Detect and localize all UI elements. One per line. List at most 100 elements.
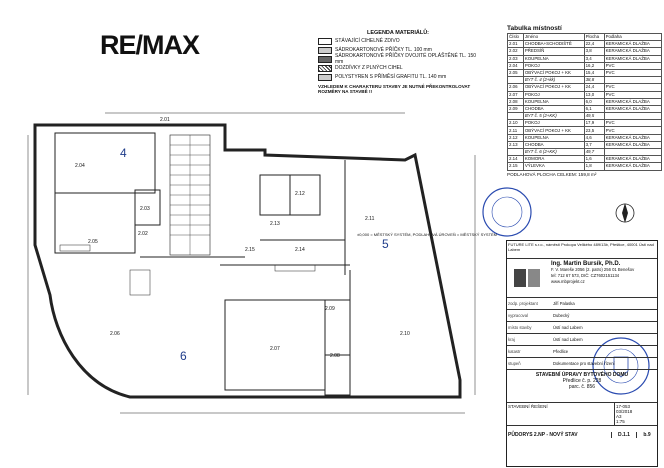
room-table-title: Tabulka místností xyxy=(507,25,562,32)
room-cell: 1,6 xyxy=(583,155,605,164)
room-cell: OBÝVACÍ POKOJ + KK xyxy=(522,68,585,78)
room-number: 2.12 xyxy=(295,191,305,197)
room-cell: 2.08 xyxy=(507,97,524,106)
room-cell: KOUPELNA xyxy=(522,54,585,63)
room-cell: PVC xyxy=(603,68,663,78)
room-cell: 2.11 xyxy=(507,126,524,135)
legend-item: SÁDROKARTONOVÉ PŘÍČKY TL. 100 mm xyxy=(318,46,478,55)
room-cell: 2.01 xyxy=(507,40,524,49)
legend-title: LEGENDA MATERIÁLŮ: xyxy=(366,30,430,36)
project-scale: 1:75 xyxy=(616,419,625,424)
room-cell: KOMORA xyxy=(522,155,585,164)
room-cell: KOUPELNA xyxy=(522,133,585,142)
room-cell: CHODBA xyxy=(522,104,585,114)
room-cell: 17,9 xyxy=(583,119,605,128)
room-cell: 23,5 xyxy=(583,126,605,135)
room-cell: 2.12 xyxy=(507,133,524,142)
room-cell: 3,4 xyxy=(583,54,605,63)
room-row: BYT č. 6 (2+KK)49,7 xyxy=(507,147,663,157)
room-cell: PVC xyxy=(603,90,663,99)
designer-address: F. V. Mareše 2056 (2. patro) 256 01 Bene… xyxy=(551,267,635,272)
room-cell: KERAMICKÁ DLAŽBA xyxy=(603,47,663,56)
city-stamp-icon xyxy=(482,187,532,237)
room-cell xyxy=(507,147,524,157)
project-number: 17-053 xyxy=(616,404,631,409)
room-number: 2.15 xyxy=(245,247,255,253)
room-cell: 2.10 xyxy=(507,119,524,128)
room-number: 2.01 xyxy=(160,117,170,123)
website: www.mbprojekt.cz xyxy=(551,279,585,284)
unit-label: 4 xyxy=(120,146,127,160)
legend-item: STÁVAJÍCÍ CIHELNÉ ZDIVO xyxy=(318,37,478,46)
room-cell: PVC xyxy=(603,61,663,70)
room-cell: PŘEDSÍŇ xyxy=(522,47,585,56)
room-row: BYT č. 5 (2+KK)49,5 xyxy=(507,112,663,121)
room-cell: CHODBA+SCHODIŠTĚ xyxy=(522,40,585,49)
room-cell: KERAMICKÁ DLAŽBA xyxy=(603,54,663,63)
legend-note: VZHLEDEM K CHARAKTERU STAVBY JE NUTNÉ PŘ… xyxy=(318,83,471,95)
room-cell: PVC xyxy=(603,83,663,92)
room-number: 2.05 xyxy=(88,239,98,245)
room-cell: 3,7 xyxy=(583,140,605,150)
room-cell: KERAMICKÁ DLAŽBA xyxy=(603,140,663,150)
investor-line: FUTURE LITE s.r.o., náměstí Prokopa Veli… xyxy=(507,241,657,259)
room-cell: 2.14 xyxy=(507,155,524,164)
room-cell: POKOJ xyxy=(522,90,585,99)
project-date: 03/2018 xyxy=(616,409,633,414)
unit-label: 6 xyxy=(180,349,187,363)
room-cell: 15,4 xyxy=(583,68,605,78)
room-cell: 13,0 xyxy=(583,90,605,99)
room-number: 2.02 xyxy=(138,231,148,237)
room-number: 2.13 xyxy=(270,221,280,227)
room-number: 2.07 xyxy=(270,346,280,352)
room-cell: 2.05 xyxy=(507,68,524,78)
room-number: 2.08 xyxy=(330,353,340,359)
room-cell xyxy=(603,112,663,121)
room-cell: 2.02 xyxy=(507,47,524,56)
room-table: Tabulka místností Číslo Jméno Plocha Pod… xyxy=(507,25,663,177)
datum-note: ±0,000 = MĚSTSKÝ SYSTÉM, PODLAHOVÁ ÚROVE… xyxy=(357,232,498,237)
room-cell xyxy=(507,76,524,85)
room-cell: 49,7 xyxy=(583,147,605,157)
room-cell: PVC xyxy=(603,119,663,128)
room-cell: 24,4 xyxy=(583,83,605,92)
room-number: 2.04 xyxy=(75,163,85,169)
room-cell: 38,8 xyxy=(583,76,605,85)
room-number: 2.14 xyxy=(295,247,305,253)
room-cell: VÝLEVKA xyxy=(522,162,585,171)
col-header: Číslo xyxy=(507,32,524,42)
room-cell: KERAMICKÁ DLAŽBA xyxy=(603,104,663,114)
sheet-number: b.9 xyxy=(636,432,657,438)
project-title: STAVEBNÍ ÚPRAVY BYTOVÉHO DOMU xyxy=(535,372,629,378)
room-cell: KERAMICKÁ DLAŽBA xyxy=(603,155,663,164)
room-cell: OBÝVACÍ POKOJ + KK xyxy=(522,83,585,92)
room-cell: KERAMICKÁ DLAŽBA xyxy=(603,133,663,142)
room-cell: 1,8 xyxy=(583,162,605,171)
legend-item: SÁDROKARTONOVÉ PŘÍČKY DVOJITÉ OPLÁŠTĚNÉ … xyxy=(318,53,478,65)
room-cell: 49,5 xyxy=(583,112,605,121)
total-area: PODLAHOVÁ PLOCHA CELKEM: 159,8 m² xyxy=(507,171,597,177)
remax-logo: RE/MAX xyxy=(100,30,200,60)
room-cell: BYT č. 6 (2+KK) xyxy=(522,147,585,157)
room-cell: KOUPELNA xyxy=(522,97,585,106)
room-number: 2.11 xyxy=(365,216,375,222)
unit-label: 5 xyxy=(382,237,389,251)
north-arrow-icon xyxy=(615,203,635,223)
room-cell: 4,6 xyxy=(583,133,605,142)
room-number: 2.10 xyxy=(400,331,410,337)
project-sub2: parc. č. 856 xyxy=(568,384,596,390)
